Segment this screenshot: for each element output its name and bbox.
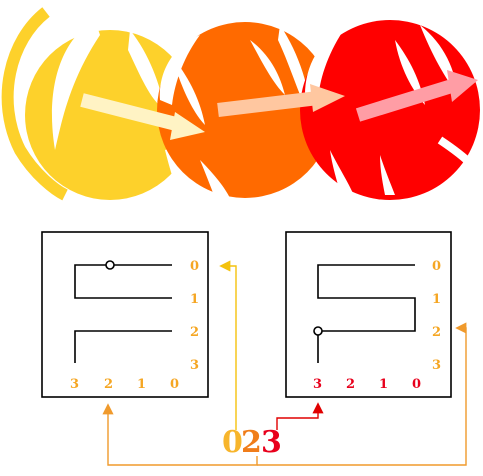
code-digit-0: 0 bbox=[222, 425, 243, 460]
right-row-label-0: 0 bbox=[432, 259, 441, 274]
left-grid-box bbox=[41, 231, 209, 398]
left-row-label-1: 1 bbox=[190, 292, 199, 307]
right-path bbox=[313, 264, 416, 363]
left-col-label-0: 0 bbox=[170, 377, 179, 392]
connector-digit3-to-right-col3 bbox=[276, 402, 324, 430]
right-col-label-0: 0 bbox=[412, 377, 421, 392]
connector-digit2-to-right-row2 bbox=[257, 322, 467, 466]
left-col-label-2: 2 bbox=[104, 377, 113, 392]
left-path bbox=[74, 260, 172, 363]
right-col-label-3: 3 bbox=[313, 377, 322, 392]
code-digit-2: 2 bbox=[241, 425, 262, 460]
connector-digit0-to-left-row0 bbox=[219, 260, 237, 430]
connector-digit2-to-left-col2 bbox=[102, 403, 258, 466]
left-row-label-0: 0 bbox=[190, 259, 199, 274]
right-col-label-2: 2 bbox=[346, 377, 355, 392]
right-row-label-3: 3 bbox=[432, 358, 441, 373]
right-col-label-1: 1 bbox=[379, 377, 388, 392]
pale-arrow-orange bbox=[217, 84, 345, 117]
left-col-label-3: 3 bbox=[70, 377, 79, 392]
right-grid-box bbox=[285, 231, 452, 398]
right-row-label-2: 2 bbox=[432, 325, 441, 340]
left-row-label-3: 3 bbox=[190, 358, 199, 373]
left-row-label-2: 2 bbox=[190, 325, 199, 340]
right-row-label-1: 1 bbox=[432, 292, 441, 307]
code-digit-3: 3 bbox=[261, 425, 282, 460]
pale-arrow-red bbox=[355, 70, 478, 122]
pale-arrow-yellow bbox=[80, 93, 205, 140]
left-col-label-1: 1 bbox=[137, 377, 146, 392]
